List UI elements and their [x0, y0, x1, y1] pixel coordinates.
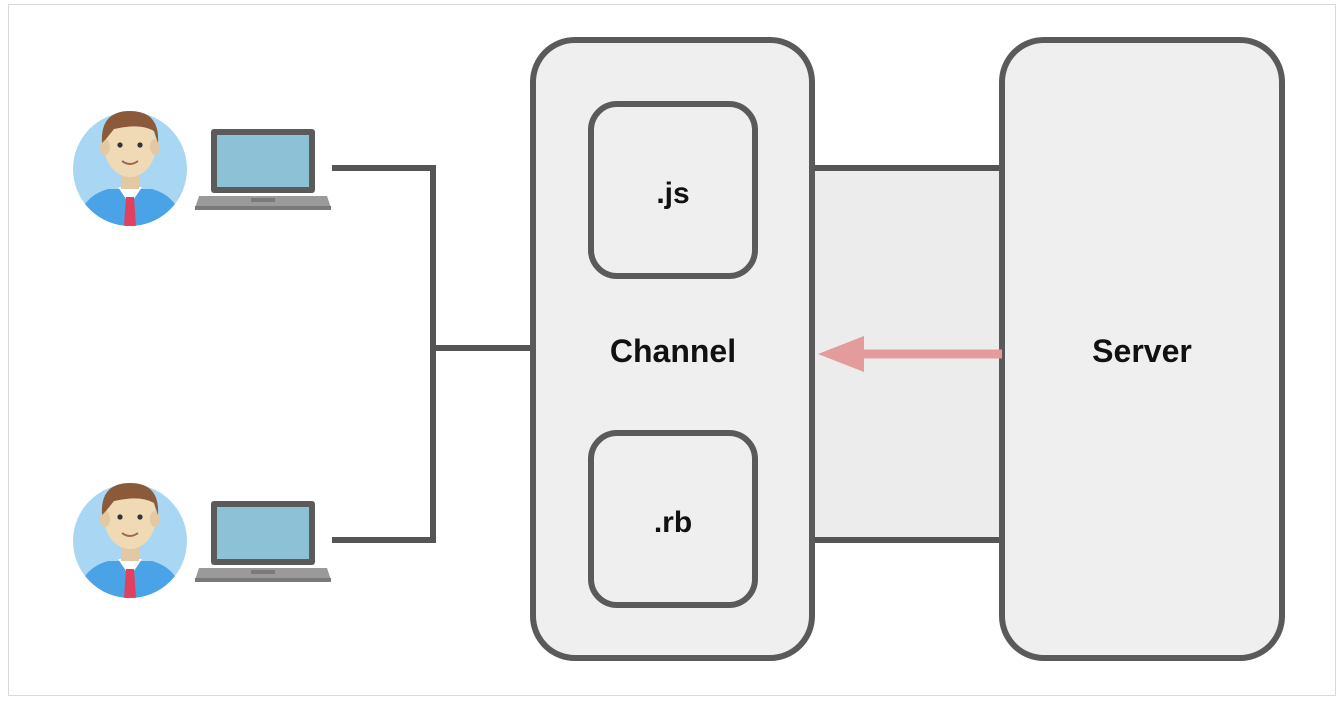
server-to-channel-arrow — [818, 336, 1002, 372]
client-1 — [73, 111, 331, 226]
laptop-icon — [195, 129, 331, 210]
rb-file-box: .rb — [588, 430, 758, 608]
client-2 — [73, 483, 331, 598]
user-avatar-icon — [73, 483, 187, 598]
client-connectors — [332, 165, 532, 543]
laptop-icon — [195, 501, 331, 582]
user-avatar-icon — [73, 111, 187, 226]
channel-label: Channel — [610, 333, 736, 369]
rb-file-label: .rb — [654, 506, 692, 539]
js-file-label: .js — [656, 177, 689, 210]
server-label: Server — [1092, 333, 1192, 369]
js-file-box: .js — [588, 101, 758, 279]
server-box: Server — [999, 37, 1285, 661]
